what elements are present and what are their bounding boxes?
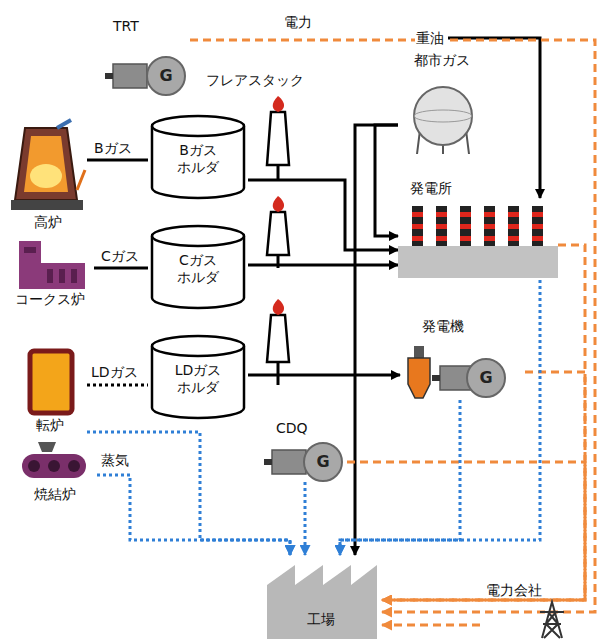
- converter: 転炉: [15, 345, 87, 437]
- generator: CDQG: [262, 420, 347, 482]
- gas-label: Bガス: [93, 140, 133, 157]
- gas-line: [375, 125, 398, 236]
- node-label: 発電機: [422, 318, 464, 335]
- node-label: Cガスホルダ: [174, 252, 222, 286]
- gas-line: [87, 159, 148, 162]
- gas-line-dotted: [87, 384, 148, 387]
- power-company: 電力会社: [480, 580, 580, 640]
- blast-furnace: 高炉: [10, 120, 87, 235]
- steam-line: [87, 432, 290, 555]
- flare-stack: [267, 299, 289, 385]
- node-label: 焼結炉: [15, 486, 95, 503]
- generator: 発電機 G: [400, 318, 525, 400]
- factory: 工場: [262, 555, 382, 639]
- gas-line: [248, 374, 400, 377]
- node-label: LDガスホルダ: [171, 362, 225, 396]
- steam-label: 蒸気: [100, 452, 130, 469]
- node-label: Bガスホルダ: [174, 142, 222, 176]
- coke-oven: コークス炉: [8, 235, 94, 310]
- generator-mark: G: [312, 452, 334, 471]
- power-line: [382, 624, 480, 627]
- steam-line: [304, 482, 307, 555]
- gas-holder: Bガスホルダ: [148, 112, 248, 200]
- node-label: コークス炉: [8, 291, 92, 308]
- steam-line: [97, 475, 290, 555]
- power-label: 電力: [283, 14, 313, 31]
- generator-mark: G: [475, 368, 497, 387]
- node-label: 工場: [262, 611, 380, 628]
- node-label: 都市ガス: [398, 52, 486, 69]
- node-label: 転炉: [15, 417, 85, 434]
- gas-line: [94, 267, 148, 270]
- node-label: 高炉: [10, 214, 85, 231]
- gas-holder: Cガスホルダ: [148, 222, 248, 310]
- fuel-oil-label: 重油: [415, 30, 445, 47]
- node-label: TRT: [113, 18, 139, 35]
- gas-line: [355, 125, 398, 555]
- node-label: 発電所: [410, 180, 452, 197]
- flare-stack: [267, 96, 289, 180]
- gas-label: Cガス: [100, 248, 140, 265]
- flare-stack: [267, 196, 289, 268]
- node-label: CDQ: [276, 420, 308, 437]
- power-line: [382, 372, 585, 600]
- flare-stack-label: フレアスタック: [205, 72, 305, 89]
- gas-label: LDガス: [90, 364, 139, 381]
- sinter-furnace: 焼結炉: [15, 440, 97, 508]
- steam-line: [340, 280, 540, 555]
- generator-mark: G: [155, 66, 177, 85]
- steam-line: [340, 400, 460, 555]
- power-line: [382, 245, 585, 600]
- node-label: 電力会社: [486, 582, 542, 599]
- generator: TRT G: [105, 18, 190, 98]
- power-line: [347, 462, 585, 600]
- gas-holder: LDガスホルダ: [148, 332, 248, 420]
- power-plant: 発電所: [398, 180, 558, 280]
- gas-tank: 都市ガス: [398, 52, 488, 157]
- gas-line: [248, 264, 398, 267]
- power-line: [190, 40, 595, 612]
